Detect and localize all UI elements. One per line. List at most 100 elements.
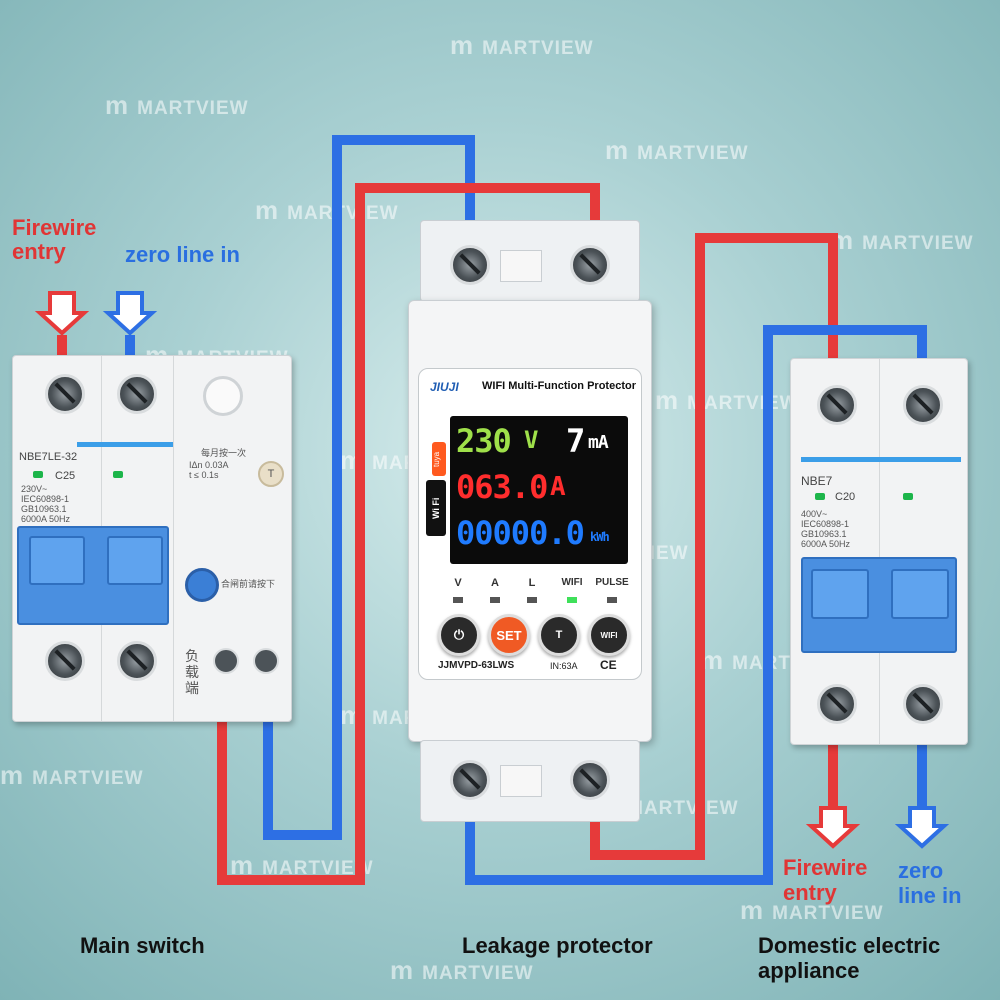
wifi-badge-icon: Wi Fi [426,480,446,536]
terminal-screw-icon [450,245,490,285]
blue-strip [801,457,961,462]
wifi-badge-text: Wi Fi [431,497,441,519]
toggle-handle[interactable] [107,536,163,585]
breaker-divider [173,356,174,721]
terminal-screw-icon [45,641,85,681]
terminal-screw-icon [253,648,279,674]
set-button[interactable]: SET [488,614,530,656]
fire-input-arrow [34,291,90,336]
indicator-wifi: WIFI [561,577,583,588]
energy-unit: kWh [590,530,610,544]
breaker-divider [879,359,880,744]
up-arrow-icon: T [555,629,563,641]
red-wire-protector-to-appliance [590,233,838,860]
terminal-screw-icon [45,374,85,414]
leak-current-value: 7 [566,422,585,460]
leakage-protector: JIUJI WIFI Multi-Function Protector 230 … [400,220,658,822]
indicator-a: A [491,577,499,589]
label-line: appliance [758,958,860,983]
test-button-label: T [267,468,275,480]
zero-line-in-label: zero line in [125,242,240,267]
main-switch-breaker: NBE7LE-32 C25 230V~ IEC60898-1 GB10963.1… [12,355,292,722]
label-line: Firewire [783,855,868,880]
indicator-v: V [454,577,462,589]
brand-logo: JIUJI [430,380,459,394]
terminal-clip [500,250,542,282]
appliance-spec: 6000A 50Hz [801,539,851,549]
indicator-led-icon [567,597,577,603]
main-spec: GB10963.1 [21,504,67,514]
appliance-spec: 400V~ [801,509,828,519]
main-spec: 230V~ [21,484,48,494]
terminal-screw-icon [117,641,157,681]
wifi-icon: WIFI [600,630,618,640]
in-rating: IN:63A [550,661,578,671]
blue-wire-main-to-protector [263,135,475,840]
toggle-handle[interactable] [29,536,85,585]
reset-button-icon[interactable] [185,568,219,602]
leakage-spec: t ≤ 0.1s [189,470,219,480]
test-indicator-icon [203,376,243,416]
label-line: zero [898,858,944,883]
current-value: 063.0 [456,468,548,506]
label-line: Domestic electric [758,933,941,958]
terminal-screw-icon [570,245,610,285]
appliance-rating: C20 [835,491,856,503]
terminal-screw-icon [117,374,157,414]
leakage-test-text: 每月按一次 [201,448,247,458]
label-line: entry [12,239,66,264]
tuya-badge-icon: tuya [432,442,446,476]
domestic-appliance-caption: Domestic electric appliance [758,933,940,983]
leakage-protector-caption: Leakage protector [462,933,653,958]
power-button[interactable]: ⏻ [438,614,480,656]
indicator-pulse: PULSE [595,577,629,588]
terminal-screw-icon [450,760,490,800]
zero-output-arrow [894,806,950,849]
terminal-screw-icon [817,385,857,425]
ce-mark: CE [600,658,617,672]
power-icon: ⏻ [453,627,465,642]
label-line: entry [783,880,837,905]
terminal-screw-icon [570,760,610,800]
appliance-spec: IEC60898-1 [801,519,850,529]
main-spec: IEC60898-1 [21,494,70,504]
wifi-button[interactable]: WIFI [588,614,630,656]
terminal-screw-icon [213,648,239,674]
appliance-spec: GB10963.1 [801,529,847,539]
status-led-icon [815,493,825,500]
energy-value: 00000.0 [456,514,585,552]
terminal-clip [500,765,542,797]
indicator-led-icon [490,597,500,603]
up-button[interactable]: T [538,614,580,656]
main-model: NBE7LE-32 [19,451,78,463]
appliance-model: NBE7 [801,474,833,488]
blue-strip [77,442,173,447]
protector-title: WIFI Multi-Function Protector [482,380,636,392]
indicator-l: L [528,577,536,589]
red-wire-main-to-protector [217,183,600,885]
firewire-entry-label-out: Firewire entry [783,855,867,905]
main-spec: 6000A 50Hz [21,514,71,524]
test-button[interactable]: T [258,461,284,487]
terminal-screw-icon [903,385,943,425]
toggle-handle[interactable] [891,569,949,619]
indicator-led-icon [607,597,617,603]
label-line: line in [898,883,962,908]
status-led-icon [33,471,43,478]
lcd-display: 230 V 7 mA 063.0 A 00000.0 kWh [450,416,628,564]
current-unit: A [550,472,566,502]
indicator-led-icon [453,597,463,603]
leak-current-unit: mA [588,432,609,453]
terminal-screw-icon [903,684,943,724]
load-side-text: 负载端 [185,648,199,696]
terminal-screw-icon [817,684,857,724]
main-switch-caption: Main switch [80,933,205,958]
toggle-handle[interactable] [811,569,869,619]
